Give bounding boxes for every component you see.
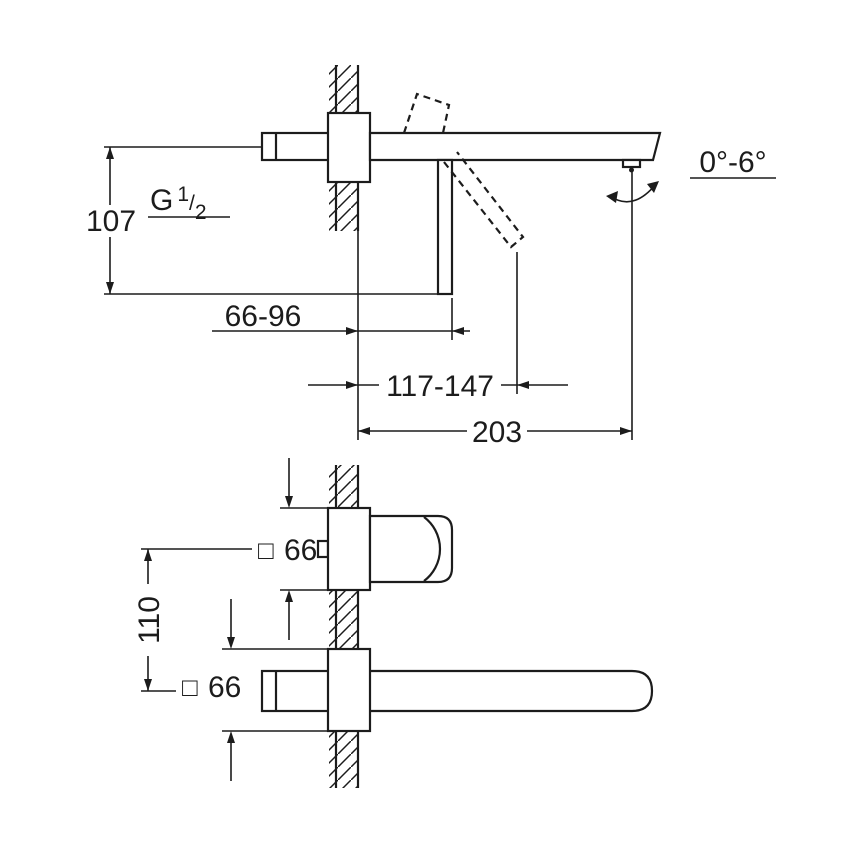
arrow-107-top: [106, 147, 114, 159]
arrow-spout-bottom: [227, 731, 235, 743]
dim-110-label: 110: [133, 596, 166, 644]
arrow-117-147-right: [517, 381, 529, 389]
arrow-66-96-right: [452, 327, 464, 335]
escutcheon-plate-side: [326, 111, 372, 184]
handle-dome-arc: [423, 516, 442, 582]
dim-66-handle-label: 66: [284, 534, 317, 567]
arrow-handle-bottom: [285, 590, 293, 602]
spout-side: [368, 131, 662, 162]
handle-supply-stub: [316, 539, 330, 559]
arrow-203-right: [620, 427, 632, 435]
dim-203-label: 203: [472, 416, 522, 449]
spout-plan: [334, 669, 654, 713]
spout-concealed-body: [260, 669, 338, 713]
swivel-arrow-left: [606, 191, 618, 203]
dim-203-text-bg: [467, 415, 527, 447]
dim-110-text-bg: [132, 584, 164, 656]
arrow-handle-top: [285, 496, 293, 508]
handle-cap-open-position: [402, 92, 451, 134]
dim-110-label-group: 110: [132, 584, 166, 656]
arrow-66-96-left: [346, 327, 358, 335]
dim-117-147-text-bg: [379, 369, 501, 401]
square-symbol-spout: □: [182, 672, 198, 702]
dim-107-text-bg: [85, 205, 137, 237]
dim-107-label: 107: [86, 205, 136, 238]
square-symbol-handle: □: [258, 535, 274, 565]
arrow-107-bottom: [106, 282, 114, 294]
arrow-203-left: [358, 427, 370, 435]
angle-label: 0°-6°: [699, 146, 766, 179]
aerator: [621, 158, 642, 169]
lever-open-position: [443, 151, 525, 249]
dim-117-147-label: 117-147: [386, 370, 494, 403]
lever-handle-closed: [436, 158, 454, 296]
handle-body-plan: [368, 514, 454, 584]
spout-escutcheon-plan: [326, 647, 372, 733]
aerator-tip: [629, 167, 634, 173]
arrow-110-bottom: [144, 679, 152, 691]
arrow-117-147-left: [346, 381, 358, 389]
dim-66-96-label: 66-96: [225, 300, 302, 333]
arrow-110-top: [144, 549, 152, 561]
concealed-supply-body: [260, 131, 338, 162]
bottom-view-plan: □ 66 110 □ 66: [132, 458, 654, 788]
swivel-arrow-right: [647, 181, 659, 193]
handle-escutcheon-plan: [326, 506, 372, 592]
arrow-spout-top: [227, 637, 235, 649]
dim-66-spout-label: 66: [208, 671, 241, 704]
